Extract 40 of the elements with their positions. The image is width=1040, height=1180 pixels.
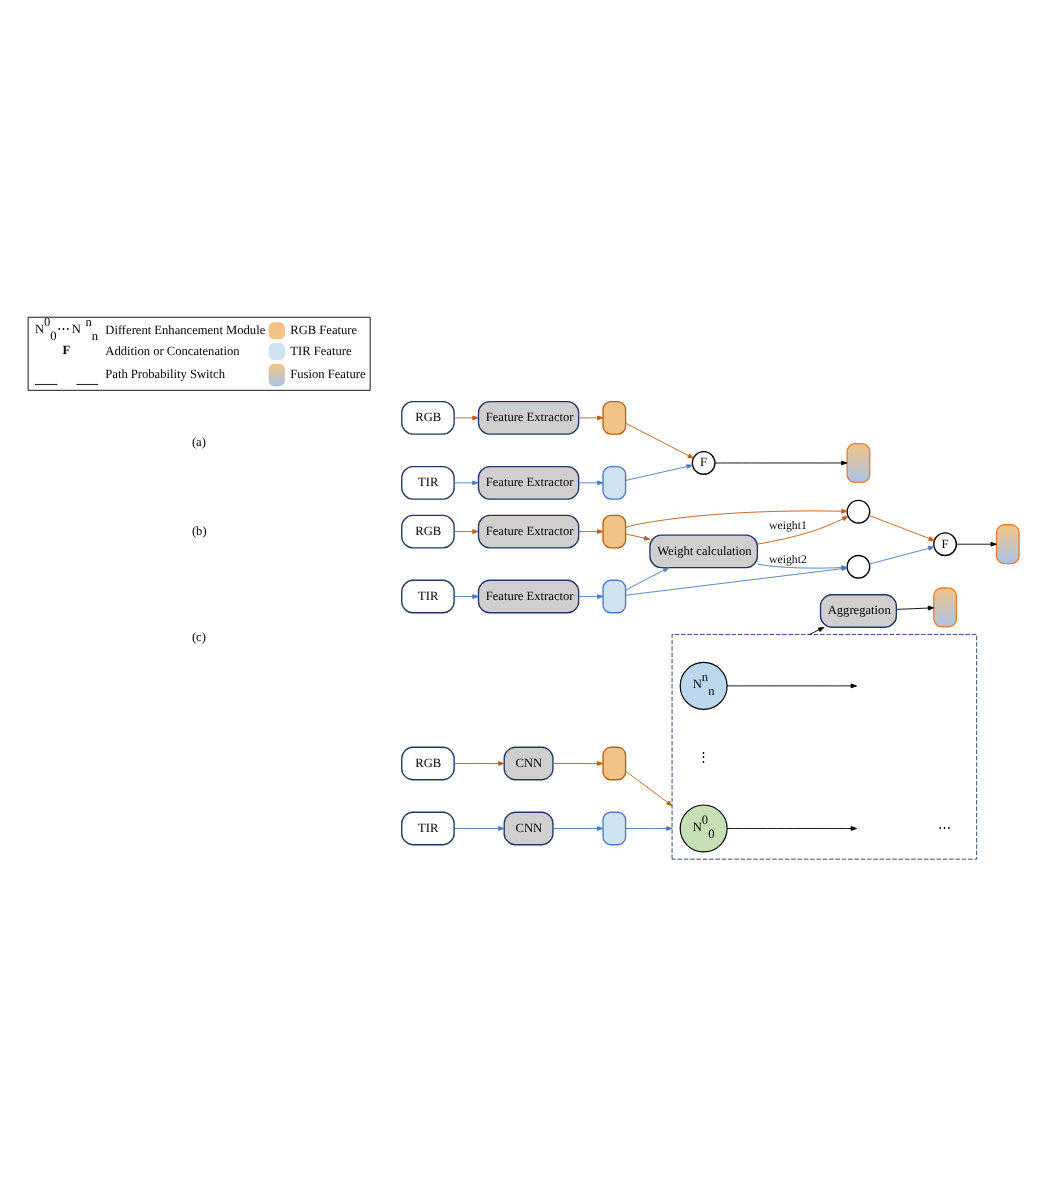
node-box [995,524,1020,565]
arrow [453,594,479,599]
arrow [453,480,479,486]
arrow [625,508,848,528]
node-circle [846,499,871,524]
node-box [602,465,627,500]
node-circle [846,554,871,579]
arrow [578,529,604,534]
arrow [726,826,857,831]
arrow [809,626,825,635]
node-box [602,579,627,614]
arrow [896,605,935,611]
node-box [602,811,627,846]
arrow [956,541,997,547]
arrow [552,761,604,766]
arrow [453,826,505,831]
arrow [868,515,935,541]
node-box [602,400,627,435]
cluster [671,634,978,860]
node-box [933,587,958,628]
arrow [625,422,694,459]
arrow [714,460,848,466]
arrow [625,567,670,591]
node-box [846,442,871,484]
arrow [726,683,857,689]
arrow [453,415,479,421]
arrow [757,516,849,545]
arrow [625,826,673,831]
arrow [625,770,673,807]
arrow [578,594,604,599]
arrow [453,529,479,534]
node-box [602,746,627,781]
arrow [453,761,505,766]
arrow [578,480,604,486]
arrow [625,464,693,481]
node-box [602,514,627,549]
arrow [552,826,604,831]
arrow [578,415,604,421]
arrow [868,546,935,565]
arrow [625,533,651,541]
